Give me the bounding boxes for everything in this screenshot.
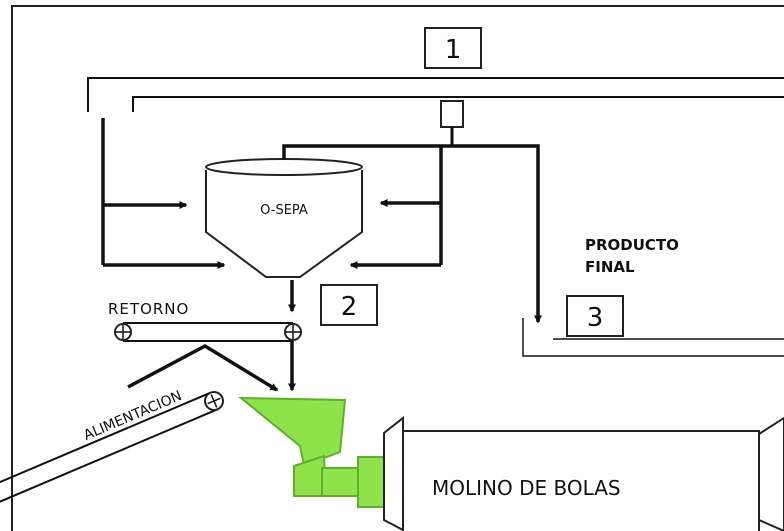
return-conveyor-belt: [123, 322, 293, 342]
o-sepa-top: [205, 158, 363, 176]
circuit-line-outer: [87, 77, 784, 112]
return-roller-left-cross: [116, 325, 130, 339]
ball-mill-body: [402, 430, 760, 531]
label-box-2: [320, 284, 378, 326]
label-box-3: [566, 295, 624, 337]
mill-end-right: [758, 416, 784, 531]
ball-mill-label: MOLINO DE BOLAS: [432, 476, 621, 500]
feed-label: ALIMENTACION: [81, 388, 184, 444]
label-1: 1: [445, 35, 462, 65]
green-hopper: [238, 396, 347, 471]
product-boundary-line: [522, 318, 784, 357]
product-final-line: [452, 144, 542, 324]
separator-top-pipe: [282, 144, 452, 160]
label-3: 3: [587, 303, 604, 333]
o-sepa-separator: [205, 170, 363, 278]
label-box-1: [424, 27, 482, 69]
circuit-line-inner: [132, 96, 784, 112]
outer-frame: [11, 5, 784, 531]
label-2: 2: [341, 292, 358, 322]
return-label: RETORNO: [108, 300, 189, 318]
product-label-line2: FINAL: [585, 258, 635, 276]
o-sepa-label: O-SEPA: [260, 203, 308, 218]
product-label-line1: PRODUCTO: [585, 236, 679, 254]
green-flange: [357, 456, 385, 508]
green-chute-connector: [321, 467, 361, 497]
arrow-feed-hopper: [127, 343, 279, 392]
return-roller-right-cross: [286, 325, 300, 339]
mill-end-left: [383, 415, 404, 531]
sensor-square: [440, 100, 464, 128]
feed-conveyor: ALIMENTACION: [0, 388, 224, 504]
